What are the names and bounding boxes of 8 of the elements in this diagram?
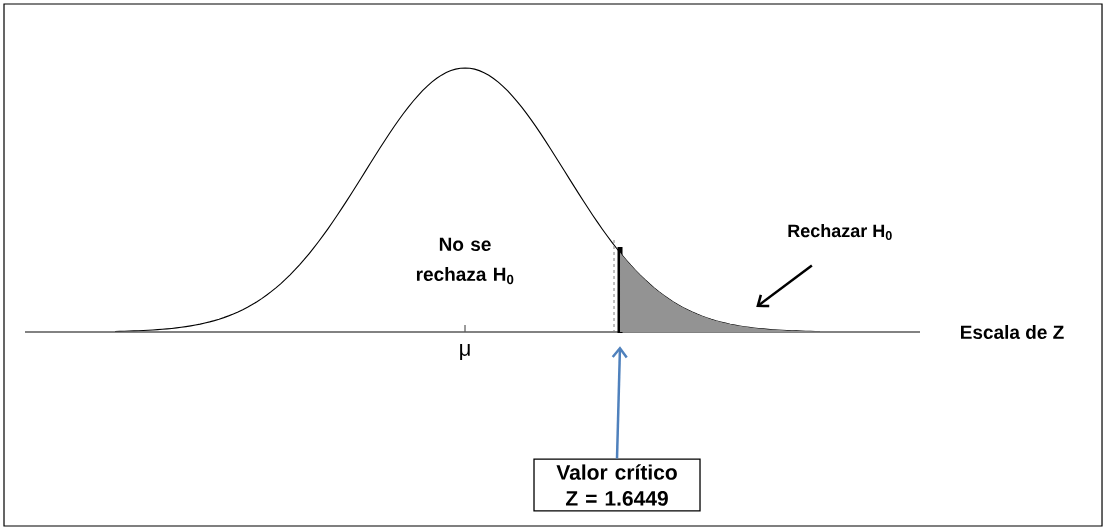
shaded-area [620,252,820,332]
arrow [611,346,628,459]
arrow [756,264,813,308]
mean-label: μ [460,344,470,360]
value-box: Valor crítico Z = 1.6449 [533,458,701,512]
axis-label: Escala de Z [961,325,1064,339]
region-label: Rechazar H$_{0}$ [788,224,892,240]
region-label: No se rechaza H$_{0}$ [416,237,514,285]
